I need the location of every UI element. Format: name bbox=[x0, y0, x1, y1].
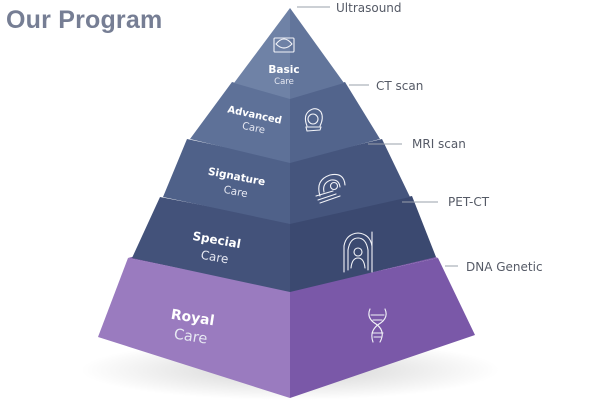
tier-advanced-left-face bbox=[190, 82, 290, 163]
tier-special-right-face bbox=[290, 196, 436, 292]
tier-basic-title: Basic bbox=[268, 64, 299, 76]
tier-basic-subtitle: Care bbox=[274, 77, 294, 87]
tier-royal-subtitle: Care bbox=[173, 327, 209, 348]
tier-royal-right-face bbox=[290, 258, 475, 398]
tier-special[interactable] bbox=[132, 196, 436, 292]
tier-basic[interactable] bbox=[234, 8, 344, 99]
ultrasound-icon bbox=[273, 37, 295, 53]
tier-royal-left-face bbox=[98, 258, 290, 398]
callout-dna-genetic: DNA Genetic bbox=[466, 260, 543, 274]
ct-scanner-icon bbox=[304, 108, 323, 132]
tier-special-subtitle: Care bbox=[200, 248, 230, 267]
callout-ultrasound: Ultrasound bbox=[336, 1, 402, 15]
tier-advanced[interactable] bbox=[190, 82, 380, 163]
tier-special-left-face bbox=[132, 197, 290, 292]
tier-signature-subtitle: Care bbox=[222, 184, 248, 200]
tier-royal-title: Royal bbox=[170, 307, 216, 330]
tier-advanced-subtitle: Care bbox=[241, 121, 266, 137]
pet-ct-icon bbox=[343, 231, 373, 273]
page-title: Our Program bbox=[6, 6, 163, 34]
callout-pet-ct: PET-CT bbox=[448, 195, 490, 209]
tier-signature-left-face bbox=[163, 139, 290, 224]
tier-advanced-right-face bbox=[290, 82, 380, 163]
dna-icon bbox=[368, 308, 387, 343]
callout-ct-scan: CT scan bbox=[376, 79, 423, 93]
callout-mri-scan: MRI scan bbox=[412, 137, 466, 151]
mri-scanner-icon bbox=[315, 173, 346, 204]
tier-basic-right-face bbox=[290, 8, 344, 99]
tier-basic-left-face bbox=[234, 8, 290, 99]
